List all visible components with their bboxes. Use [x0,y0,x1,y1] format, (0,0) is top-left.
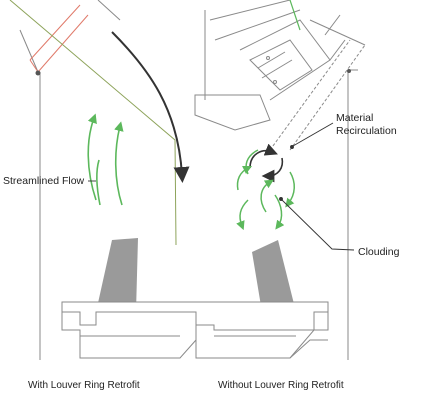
flow-arrow-3 [96,159,101,206]
left-flow-arrows [87,113,124,206]
skirtboard [61,301,329,359]
recirc-arrow-2 [261,157,284,183]
left-chute-outer [19,29,39,73]
caption-without-retrofit: Without Louver Ring Retrofit [218,380,344,391]
left-hood-line [9,0,177,246]
left-chute-accent [37,14,89,73]
right-liner [252,240,296,312]
recirculation-leader [292,122,334,147]
right-belt-dashed [269,39,351,151]
pulley-mark [35,70,41,76]
clouding-leader [281,199,355,251]
recirculation-arrows [249,143,284,183]
right-chute [194,0,366,360]
falling-material-arrow [111,31,190,183]
label-streamlined-flow: Streamlined Flow [3,175,85,187]
flow-arrow-1 [87,113,97,201]
recirc-arrow-1 [249,143,278,169]
label-material: Material [336,112,374,124]
flow-arrow-2 [114,121,124,206]
left-chute [9,0,177,360]
leader-lines [88,122,355,251]
caption-with-retrofit: With Louver Ring Retrofit [28,380,140,391]
right-chute-frame [239,19,331,101]
right-hood-box [194,94,271,131]
left-liner [96,238,138,312]
left-chute-accent2 [29,4,81,61]
clouding-arrows [236,149,295,231]
label-recirculation: Recirculation [336,125,397,137]
label-clouding: Clouding [358,246,400,258]
